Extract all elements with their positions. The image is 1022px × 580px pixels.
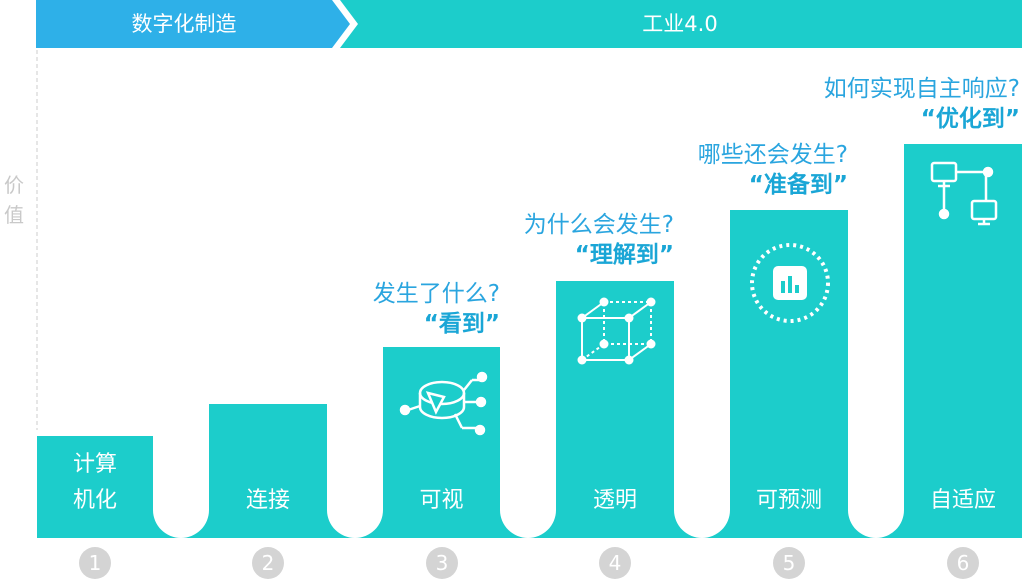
stage-6-question: 如何实现自主响应? xyxy=(823,76,1020,102)
cube-icon xyxy=(577,297,656,365)
step-number-2: 2 xyxy=(252,547,284,579)
stage-6-callout: 如何实现自主响应? “优化到” xyxy=(824,74,1020,134)
stage-label-2: 连接 xyxy=(245,488,290,513)
banner-left-label: 数字化制造 xyxy=(131,12,237,36)
stage-5-question: 哪些还会发生? xyxy=(697,142,848,168)
stage-label-1-line2: 机化 xyxy=(72,488,117,513)
stage-6-answer: “优化到” xyxy=(920,106,1020,132)
step-number-5: 5 xyxy=(773,547,805,579)
stage-3-callout: 发生了什么? “看到” xyxy=(373,279,500,339)
stage-bar-3 xyxy=(355,347,528,538)
forecast-chart-icon xyxy=(750,243,830,323)
step-number-3: 3 xyxy=(426,547,458,579)
network-monitors-icon xyxy=(930,161,998,226)
stage-3-question: 发生了什么? xyxy=(372,281,500,307)
stage-5-callout: 哪些还会发生? “准备到” xyxy=(698,140,848,200)
step-number-6: 6 xyxy=(947,547,979,579)
stage-4-callout: 为什么会发生? “理解到” xyxy=(524,210,674,270)
sensor-network-icon xyxy=(399,371,488,436)
stage-3-answer: “看到” xyxy=(423,311,500,337)
stage-bar-1 xyxy=(37,436,181,538)
stage-bar-5 xyxy=(702,210,876,538)
bar-group xyxy=(37,144,1022,538)
stage-label-5: 可预测 xyxy=(755,488,822,513)
stage-label-1-line1: 计算 xyxy=(72,452,117,477)
banner-digital-manufacturing xyxy=(36,0,350,48)
stage-label-6: 自适应 xyxy=(929,488,996,513)
stage-4-answer: “理解到” xyxy=(574,242,674,268)
stage-4-question: 为什么会发生? xyxy=(523,212,674,238)
stage-5-answer: “准备到” xyxy=(748,172,848,198)
stage-label-3: 可视 xyxy=(419,488,464,513)
banner-industry-4 xyxy=(340,0,1022,48)
stage-bar-6 xyxy=(876,144,1022,538)
y-axis-label: 价值 xyxy=(4,173,24,227)
step-number-1: 1 xyxy=(79,547,111,579)
banner-right-label: 工业4.0 xyxy=(642,12,718,36)
stage-bar-2 xyxy=(181,404,355,538)
stage-bar-4 xyxy=(528,281,702,538)
stage-label-4: 透明 xyxy=(592,488,637,513)
step-number-4: 4 xyxy=(599,547,631,579)
